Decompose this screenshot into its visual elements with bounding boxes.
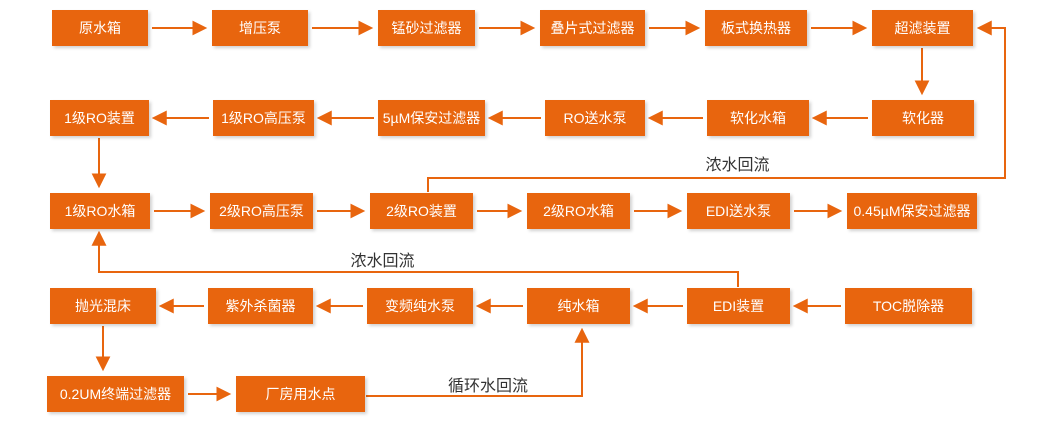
flow-label-circulating-return: 循环水回流 xyxy=(447,378,528,395)
node-ro1-hp-pump: 1级RO高压泵 xyxy=(213,100,314,136)
node-filter-5um: 5µM保安过滤器 xyxy=(378,100,485,136)
node-ro2-hp-pump: 2级RO高压泵 xyxy=(210,193,313,229)
node-ro1-unit: 1级RO装置 xyxy=(50,100,149,136)
node-edi-feed-pump: EDI送水泵 xyxy=(687,193,790,229)
node-ro1-tank: 1级RO水箱 xyxy=(50,193,150,229)
node-polishing-mixed-bed: 抛光混床 xyxy=(50,288,156,324)
node-plant-water-points: 厂房用水点 xyxy=(236,376,365,412)
node-toc-remover: TOC脱除器 xyxy=(845,288,972,324)
node-ro-feed-pump: RO送水泵 xyxy=(545,100,645,136)
node-vfd-pure-water-pump: 变频纯水泵 xyxy=(367,288,473,324)
node-plate-heat-exchanger: 板式换热器 xyxy=(705,10,807,46)
node-ro2-tank: 2级RO水箱 xyxy=(527,193,630,229)
node-softener: 软化器 xyxy=(872,100,974,136)
node-uv-sterilizer: 紫外杀菌器 xyxy=(208,288,313,324)
node-raw-water-tank: 原水箱 xyxy=(52,10,148,46)
node-ultrafiltration-unit: 超滤装置 xyxy=(872,10,973,46)
node-ro2-unit: 2级RO装置 xyxy=(370,193,473,229)
node-softened-water-tank: 软化水箱 xyxy=(707,100,809,136)
flow-label-concentrate-return-top: 浓水回流 xyxy=(705,157,770,174)
node-pure-water-tank: 纯水箱 xyxy=(527,288,630,324)
flow-label-concentrate-return-mid: 浓水回流 xyxy=(350,253,415,270)
node-booster-pump: 增压泵 xyxy=(212,10,308,46)
node-filter-045um: 0.45µM保安过滤器 xyxy=(847,193,977,229)
node-manganese-sand-filter: 锰砂过滤器 xyxy=(378,10,475,46)
node-terminal-filter-02um: 0.2UM终端过滤器 xyxy=(47,376,184,412)
node-disc-filter: 叠片式过滤器 xyxy=(540,10,645,46)
node-edi-unit: EDI装置 xyxy=(687,288,790,324)
